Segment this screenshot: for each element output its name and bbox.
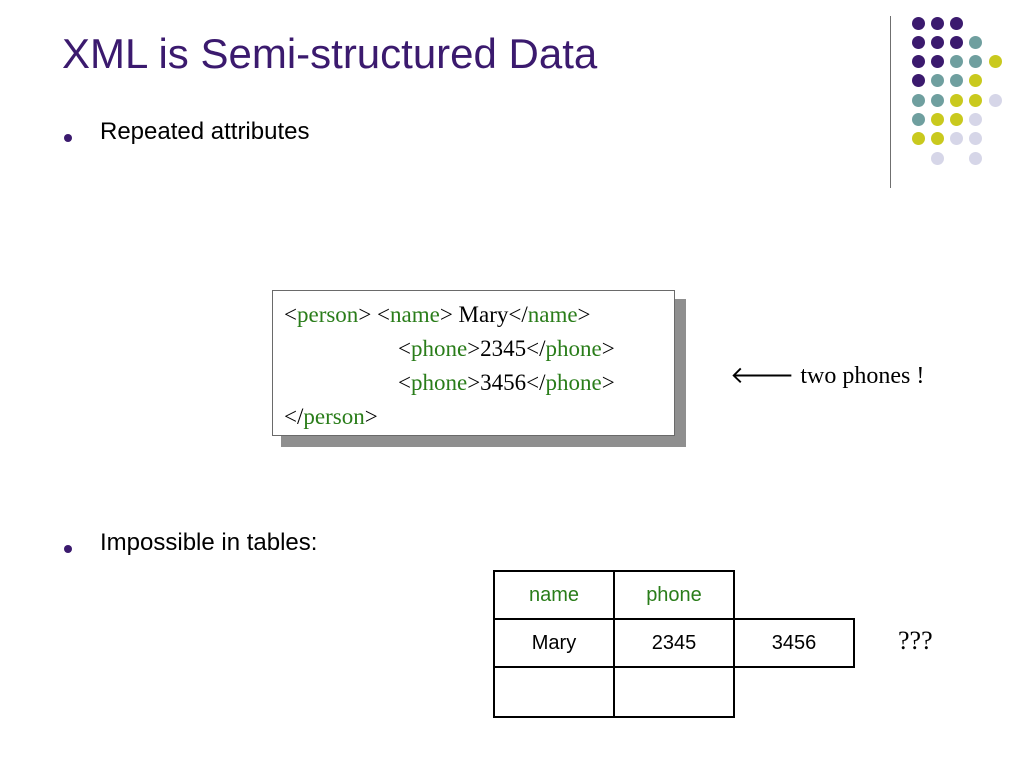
- table-header-name: name: [493, 570, 615, 620]
- decorative-dot: [911, 16, 925, 30]
- decorative-dot: [969, 55, 983, 69]
- decorative-dot: [950, 55, 964, 69]
- table-cell-empty: [613, 666, 735, 718]
- decorative-dot: [930, 35, 944, 49]
- xml-punctuation: >: [364, 404, 378, 429]
- xml-punctuation: <: [284, 302, 297, 327]
- decorative-dot: [950, 113, 964, 126]
- xml-line-person-open: <person> <name> Mary</name>: [284, 301, 591, 329]
- xml-punctuation: >: [601, 336, 615, 361]
- annotation-two-phones: 🡐 two phones !: [730, 360, 924, 390]
- xml-tag-name: phone: [545, 370, 602, 395]
- xml-line-phone-2: <phone>3456</phone>: [398, 369, 615, 397]
- decorative-dot: [911, 55, 925, 69]
- xml-punctuation: <: [398, 370, 411, 395]
- decorative-dot: [911, 93, 925, 107]
- xml-punctuation: >3456</: [467, 370, 546, 395]
- xml-tag-name: phone: [410, 336, 468, 361]
- table-cell-empty: [493, 666, 615, 718]
- decorative-dot: [969, 132, 983, 146]
- xml-punctuation: <: [398, 336, 411, 361]
- question-marks: ???: [898, 626, 933, 655]
- decorative-dot: [969, 35, 983, 49]
- decorative-dot: [969, 113, 983, 126]
- xml-punctuation: >: [601, 370, 615, 395]
- decorative-dot: [930, 113, 944, 126]
- table-cell-name: Mary: [493, 618, 615, 668]
- decorative-dot: [950, 132, 964, 146]
- xml-tag-name: phone: [545, 336, 602, 361]
- table-header-phone: phone: [613, 570, 735, 620]
- xml-punctuation: >: [577, 302, 591, 327]
- slide-title: XML is Semi-structured Data: [62, 30, 598, 77]
- xml-tag-name: name: [390, 302, 440, 327]
- decorative-dot: [930, 16, 944, 30]
- decorative-dot: [969, 74, 983, 88]
- xml-tag-name: phone: [410, 370, 468, 395]
- bullet-repeated-attributes: Repeated attributes: [100, 118, 310, 145]
- decorative-dot: [988, 55, 1002, 69]
- decorative-dot: [950, 35, 964, 49]
- decorative-dot: [969, 151, 983, 165]
- decorative-dot: [930, 151, 944, 165]
- decorative-dot: [930, 93, 944, 107]
- bullet-impossible-in-tables: Impossible in tables:: [100, 529, 318, 556]
- xml-punctuation: </: [284, 404, 304, 429]
- bullet-marker: [64, 545, 72, 553]
- xml-punctuation: > Mary</: [439, 302, 528, 327]
- decorative-dot: [950, 16, 964, 30]
- decorative-dot: [911, 113, 925, 126]
- xml-tag-name: person: [296, 302, 359, 327]
- arrow-left-icon: 🡐: [730, 363, 795, 389]
- divider-line: [890, 16, 891, 188]
- decorative-dot: [988, 93, 1002, 107]
- decorative-dot: [930, 132, 944, 146]
- xml-line-person-close: </person>: [284, 403, 378, 431]
- decorative-dot: [969, 93, 983, 107]
- decorative-dot: [911, 74, 925, 88]
- annotation-text: two phones !: [800, 363, 925, 389]
- decorative-dot: [911, 132, 925, 146]
- table-cell-phone-1: 2345: [613, 618, 735, 668]
- decorative-dot: [911, 35, 925, 49]
- xml-tag-name: name: [527, 302, 578, 327]
- decorative-dot: [950, 93, 964, 107]
- bullet-marker: [64, 134, 72, 142]
- decorative-dot: [930, 55, 944, 69]
- xml-snippet-box: <person> <name> Mary</name> <phone>2345<…: [272, 290, 675, 436]
- xml-punctuation: >2345</: [467, 336, 546, 361]
- xml-line-phone-1: <phone>2345</phone>: [398, 335, 615, 363]
- xml-punctuation: > <: [358, 302, 391, 327]
- decorative-dot: [950, 74, 964, 88]
- xml-tag-name: person: [303, 404, 365, 429]
- decorative-dot: [930, 74, 944, 88]
- table-cell-phone-2: 3456: [733, 618, 855, 668]
